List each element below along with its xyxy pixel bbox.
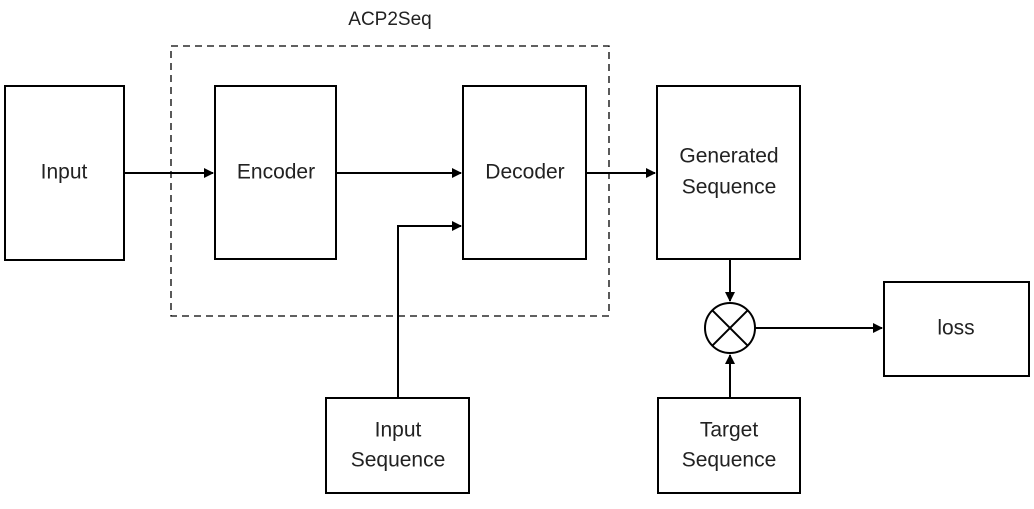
encoder-box <box>214 85 337 260</box>
acp2seq-group-label: ACP2Seq <box>348 9 431 30</box>
encoder-label: Encoder <box>237 161 315 184</box>
input-sequence-box <box>325 397 470 494</box>
target-sequence-label-line1: Target <box>700 419 759 442</box>
loss-box <box>883 281 1030 377</box>
input-label: Input <box>41 161 88 184</box>
arrow-input-sequence-to-decoder <box>397 221 462 398</box>
target-sequence-label-line2: Sequence <box>682 449 777 472</box>
combine-operator-icon <box>704 302 756 354</box>
generated-sequence-box <box>656 85 801 260</box>
acp2seq-group <box>170 45 610 317</box>
input-sequence-label-line1: Input <box>375 419 422 442</box>
input-sequence-label-line2: Sequence <box>351 449 446 472</box>
generated-sequence-label-line1: Generated <box>679 145 778 168</box>
target-sequence-box <box>657 397 801 494</box>
loss-label: loss <box>937 317 974 340</box>
decoder-label: Decoder <box>485 161 564 184</box>
decoder-box <box>462 85 587 260</box>
generated-sequence-label-line2: Sequence <box>682 176 777 199</box>
input-box <box>4 85 125 261</box>
